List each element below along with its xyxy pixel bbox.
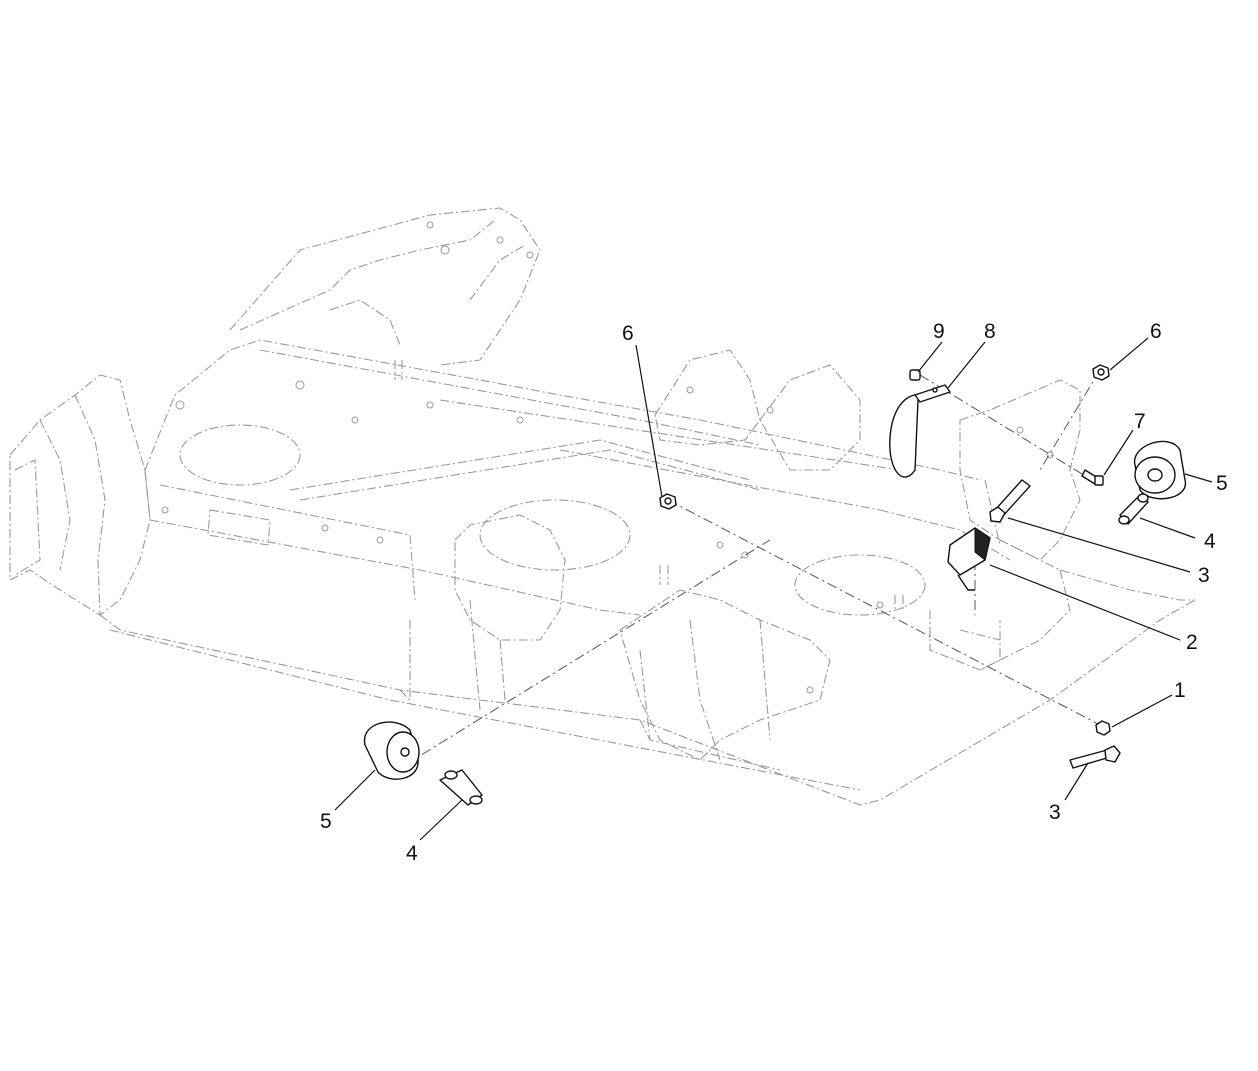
part-roller-right	[1134, 440, 1186, 500]
assembly-centerlines	[404, 369, 1156, 766]
callout-7: 7	[1134, 410, 1146, 433]
callout-5-right: 5	[1216, 472, 1228, 495]
part-spacer-right	[1118, 493, 1149, 525]
part-bolt-9	[909, 369, 921, 381]
callout-5-left: 5	[320, 810, 332, 833]
callout-4-left: 4	[406, 842, 418, 865]
callout-4-right: 4	[1204, 530, 1216, 553]
part-bolt-7	[1081, 469, 1104, 486]
part-spacer-left	[439, 769, 483, 806]
callout-6-right: 6	[1150, 320, 1162, 343]
part-roller-left	[364, 721, 420, 780]
part-bolt-lower	[1069, 745, 1121, 769]
callout-3-right: 3	[1198, 564, 1210, 587]
part-bolt-right	[989, 479, 1031, 523]
callout-2: 2	[1186, 631, 1198, 654]
part-bumper-2	[947, 527, 991, 591]
part-nut-upper	[1092, 364, 1110, 381]
callout-1: 1	[1174, 679, 1186, 702]
callout-8: 8	[984, 320, 996, 343]
part-lynch-pin-8	[889, 384, 951, 478]
callout-9: 9	[933, 320, 945, 343]
part-nut-center	[659, 493, 677, 510]
mower-deck-outline	[9, 207, 1196, 806]
leader-lines	[334, 337, 1213, 841]
callout-labels: 6 9 8 6 7 5 4 3 2 1 3 5 4	[320, 320, 1228, 865]
part-nut-1	[1095, 720, 1111, 736]
callout-3-lower: 3	[1049, 801, 1061, 824]
callout-6-center: 6	[622, 322, 634, 345]
